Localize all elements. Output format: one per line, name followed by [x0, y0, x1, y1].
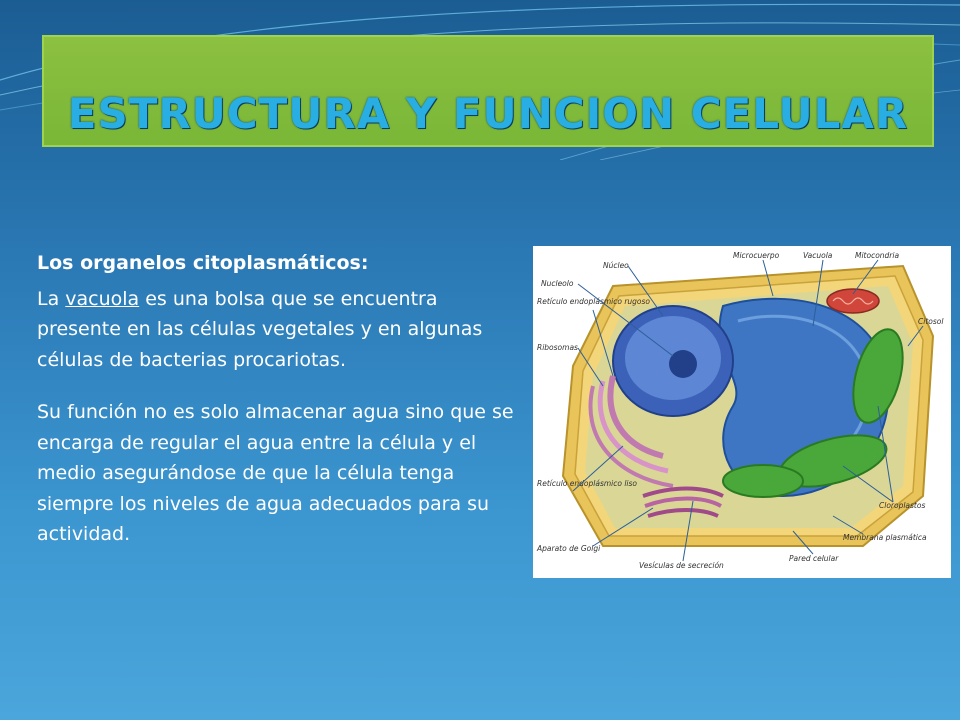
- section-heading: Los organelos citoplasmáticos:: [37, 252, 369, 274]
- label-reticulo-liso: Retículo endoplásmico liso: [537, 479, 637, 488]
- label-membrana: Membrana plasmática: [843, 533, 927, 542]
- label-vacuola: Vacuola: [803, 251, 833, 260]
- label-reticulo-rugoso: Retículo endoplásmico rugoso: [537, 297, 650, 306]
- slide-title: ESTRUCTURA Y FUNCION CELULAR: [67, 89, 909, 138]
- label-mitocondria: Mitocondria: [855, 251, 899, 260]
- label-ribosomas: Ribosomas: [537, 343, 578, 352]
- label-microcuerpo: Microcuerpo: [733, 251, 780, 260]
- paragraph-vacuola: La vacuola es una bolsa que se encuentra…: [37, 284, 527, 376]
- plant-cell-illustration: Núcleo Nucleolo Retículo endoplásmico ru…: [536, 251, 944, 570]
- label-vesiculas: Vesículas de secreción: [639, 561, 724, 570]
- label-cloroplastos: Cloroplastos: [879, 501, 925, 510]
- vacuola-link[interactable]: vacuola: [65, 287, 140, 310]
- leader-lines: [572, 259, 924, 562]
- label-aparato-golgi: Aparato de Golgi: [536, 544, 601, 553]
- para1-prefix: La: [37, 287, 66, 310]
- title-bar: ESTRUCTURA Y FUNCION CELULAR: [42, 35, 934, 147]
- plant-cell-diagram: Núcleo Nucleolo Retículo endoplásmico ru…: [533, 246, 951, 578]
- para1-rest: es una bolsa que se encuentra presente e…: [37, 287, 483, 371]
- label-nucleolo: Nucleolo: [541, 279, 574, 288]
- paragraph-spacer: [37, 375, 527, 397]
- label-citosol: Citosol: [918, 317, 944, 326]
- label-nucleo: Núcleo: [603, 261, 629, 270]
- label-pared: Pared celular: [789, 554, 839, 563]
- body-text: Los organelos citoplasmáticos: La vacuol…: [37, 248, 527, 550]
- paragraph-funcion: Su función no es solo almacenar agua sin…: [37, 401, 514, 545]
